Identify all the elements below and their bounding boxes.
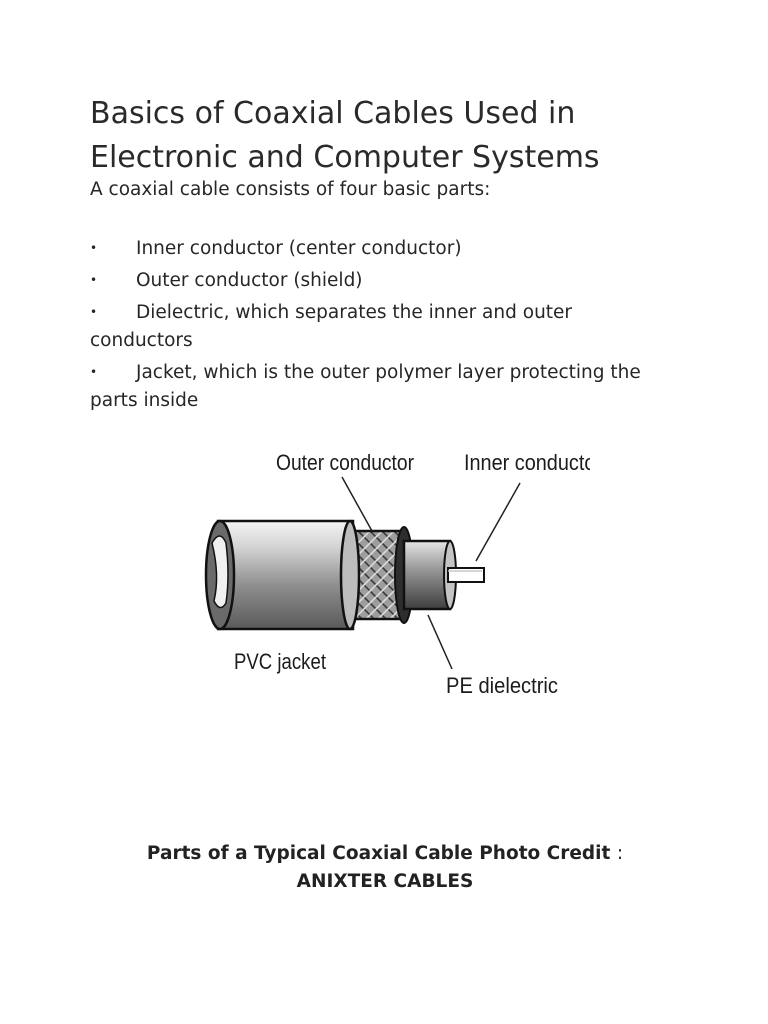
title-line-1: Basics of Coaxial Cables Used in: [90, 96, 576, 131]
pe-dielectric-leader-line: [427, 614, 453, 670]
caption-line-2: ANIXTER CABLES: [296, 871, 474, 892]
intro-text: A coaxial cable consists of four basic p…: [90, 179, 491, 200]
list-item-text: Outer conductor (shield): [136, 270, 363, 291]
list-item-text: Inner conductor (center conductor): [136, 238, 462, 259]
title-line-2: Electronic and Computer Systems: [90, 140, 600, 175]
coaxial-cable-illustration: Outer conductor Inner conductor PVC jack…: [204, 450, 590, 698]
inner-conductor-leader-line: [475, 482, 521, 562]
pvc-jacket-shape: [204, 519, 355, 631]
caption-line-1: Parts of a Typical Coaxial Cable Photo C…: [146, 843, 611, 864]
outer-conductor-leader-line: [341, 476, 373, 532]
bullet-icon: •: [90, 365, 98, 379]
bullet-icon: •: [90, 305, 98, 319]
list-item: • Inner conductor (center conductor): [90, 234, 680, 263]
outer-conductor-braid-shape: [339, 519, 414, 631]
parts-list: • Inner conductor (center conductor) • Out…: [90, 234, 680, 418]
label-pvc-jacket: PVC jacket: [234, 649, 326, 674]
list-item-text: Dielectric, which separates the inner an…: [90, 302, 573, 351]
label-pe-dielectric: PE dielectric: [446, 673, 558, 698]
list-item: •Dielectric, which separates the inner a…: [90, 298, 680, 355]
label-inner-conductor: Inner conductor: [464, 450, 590, 475]
page-title: Basics of Coaxial Cables Used in Electro…: [90, 92, 710, 180]
list-item: • Outer conductor (shield): [90, 266, 680, 295]
figure-caption: Parts of a Typical Coaxial Cable Photo C…: [90, 840, 680, 896]
bullet-icon: •: [90, 241, 98, 255]
list-item: •Jacket, which is the outer polymer laye…: [90, 358, 680, 415]
list-item-text: Jacket, which is the outer polymer layer…: [90, 362, 641, 411]
inner-conductor-shape: [447, 567, 485, 583]
bullet-icon: •: [90, 273, 98, 287]
caption-colon: :: [616, 843, 624, 864]
label-outer-conductor: Outer conductor: [276, 450, 414, 475]
coaxial-cable-diagram: Outer conductor Inner conductor PVC jack…: [190, 435, 590, 715]
